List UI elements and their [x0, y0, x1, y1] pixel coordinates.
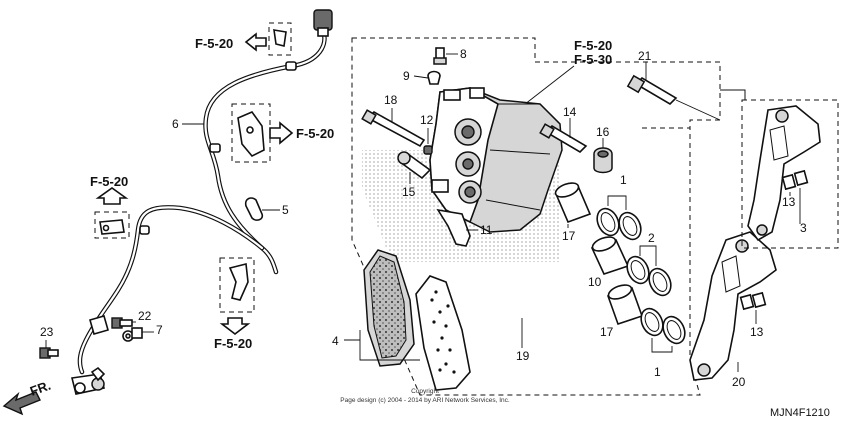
bracket-subassembly-outline	[741, 99, 839, 249]
front-arrow: FR.	[2, 378, 53, 416]
ref-arrow-bottom	[219, 317, 251, 336]
ref-left: F-5-20	[90, 174, 128, 189]
assembly-outline-edge	[720, 89, 746, 100]
callout-18: 18	[384, 93, 398, 107]
ref-caliper-2: F-5-30	[574, 52, 612, 67]
caliper-bolt-15	[397, 151, 432, 184]
ref-mid-right: F-5-20	[296, 126, 334, 141]
bolt-22	[111, 317, 133, 329]
bolt-23	[39, 347, 59, 359]
callout-5: 5	[282, 203, 289, 217]
seals-1-top	[596, 195, 642, 241]
callout-17-bottom: 17	[600, 325, 614, 339]
ref-arrow-top-left	[244, 32, 267, 52]
callout-13-lower: 13	[750, 325, 764, 339]
callout-15: 15	[402, 185, 416, 199]
ref-box-left	[94, 211, 130, 239]
front-arrow-label: FR.	[28, 378, 53, 399]
callout-4: 4	[332, 334, 339, 348]
callout-9: 9	[403, 69, 410, 83]
callout-6: 6	[172, 117, 179, 131]
hose-clip	[244, 197, 280, 221]
callout-8: 8	[460, 47, 467, 61]
slide-pin	[539, 118, 588, 154]
callout-11: 11	[480, 223, 493, 237]
callout-3: 3	[800, 221, 807, 235]
callout-14: 14	[563, 105, 577, 119]
callout-12: 12	[420, 113, 434, 127]
caliper-assembly-outline	[351, 37, 721, 396]
piston-17-top	[554, 182, 592, 228]
callout-10: 10	[588, 275, 602, 289]
callout-23: 23	[40, 325, 54, 339]
brake-hose	[71, 9, 333, 395]
copyright-line-2: Page design (c) 2004 - 2014 by ARI Netwo…	[340, 397, 510, 404]
pad-retainer-lower	[739, 291, 767, 324]
callout-7: 7	[156, 323, 163, 337]
callout-19: 19	[516, 349, 530, 363]
copyright-line-1: Copyright	[411, 388, 439, 395]
ref-top-left: F-5-20	[195, 36, 233, 51]
seals-1-bottom	[640, 307, 686, 353]
pin-boot	[593, 138, 613, 174]
callout-21: 21	[638, 49, 652, 63]
callout-13-upper: 13	[782, 195, 796, 209]
brake-pads	[344, 249, 471, 391]
ref-bottom: F-5-20	[214, 336, 252, 351]
callouts: 6 5 22 7 23 8 9 18 12 15 14 16 21 1 17 1…	[40, 47, 807, 389]
bleeder-valve	[433, 47, 458, 65]
bracket-subassembly	[747, 105, 821, 242]
callout-20: 20	[732, 375, 746, 389]
ref-box-bottom	[219, 257, 255, 313]
pad-pin	[361, 108, 426, 148]
ref-caliper-1: F-5-20	[574, 38, 612, 53]
caliper-bracket	[689, 231, 777, 381]
caliper-body	[429, 87, 563, 233]
callout-22: 22	[138, 309, 152, 323]
ref-box-top	[268, 22, 292, 56]
callout-1-top: 1	[620, 173, 627, 187]
piston-10	[590, 236, 630, 275]
diagram-code: MJN4F1210	[770, 407, 830, 419]
mounting-bolt	[626, 62, 721, 121]
pin-plug	[423, 128, 433, 155]
callout-2: 2	[648, 231, 655, 245]
seals-2	[626, 245, 672, 297]
callout-16: 16	[596, 125, 610, 139]
ref-arrow-mid-right	[269, 121, 294, 145]
callout-1-bottom: 1	[654, 365, 661, 379]
hose-clamp	[89, 315, 109, 335]
bleeder-cap	[413, 70, 441, 85]
callout-17-top: 17	[562, 229, 576, 243]
piston-17-bottom	[606, 284, 644, 326]
ref-arrow-left	[95, 187, 129, 205]
washer-7	[122, 327, 143, 342]
pad-spring	[436, 208, 478, 247]
